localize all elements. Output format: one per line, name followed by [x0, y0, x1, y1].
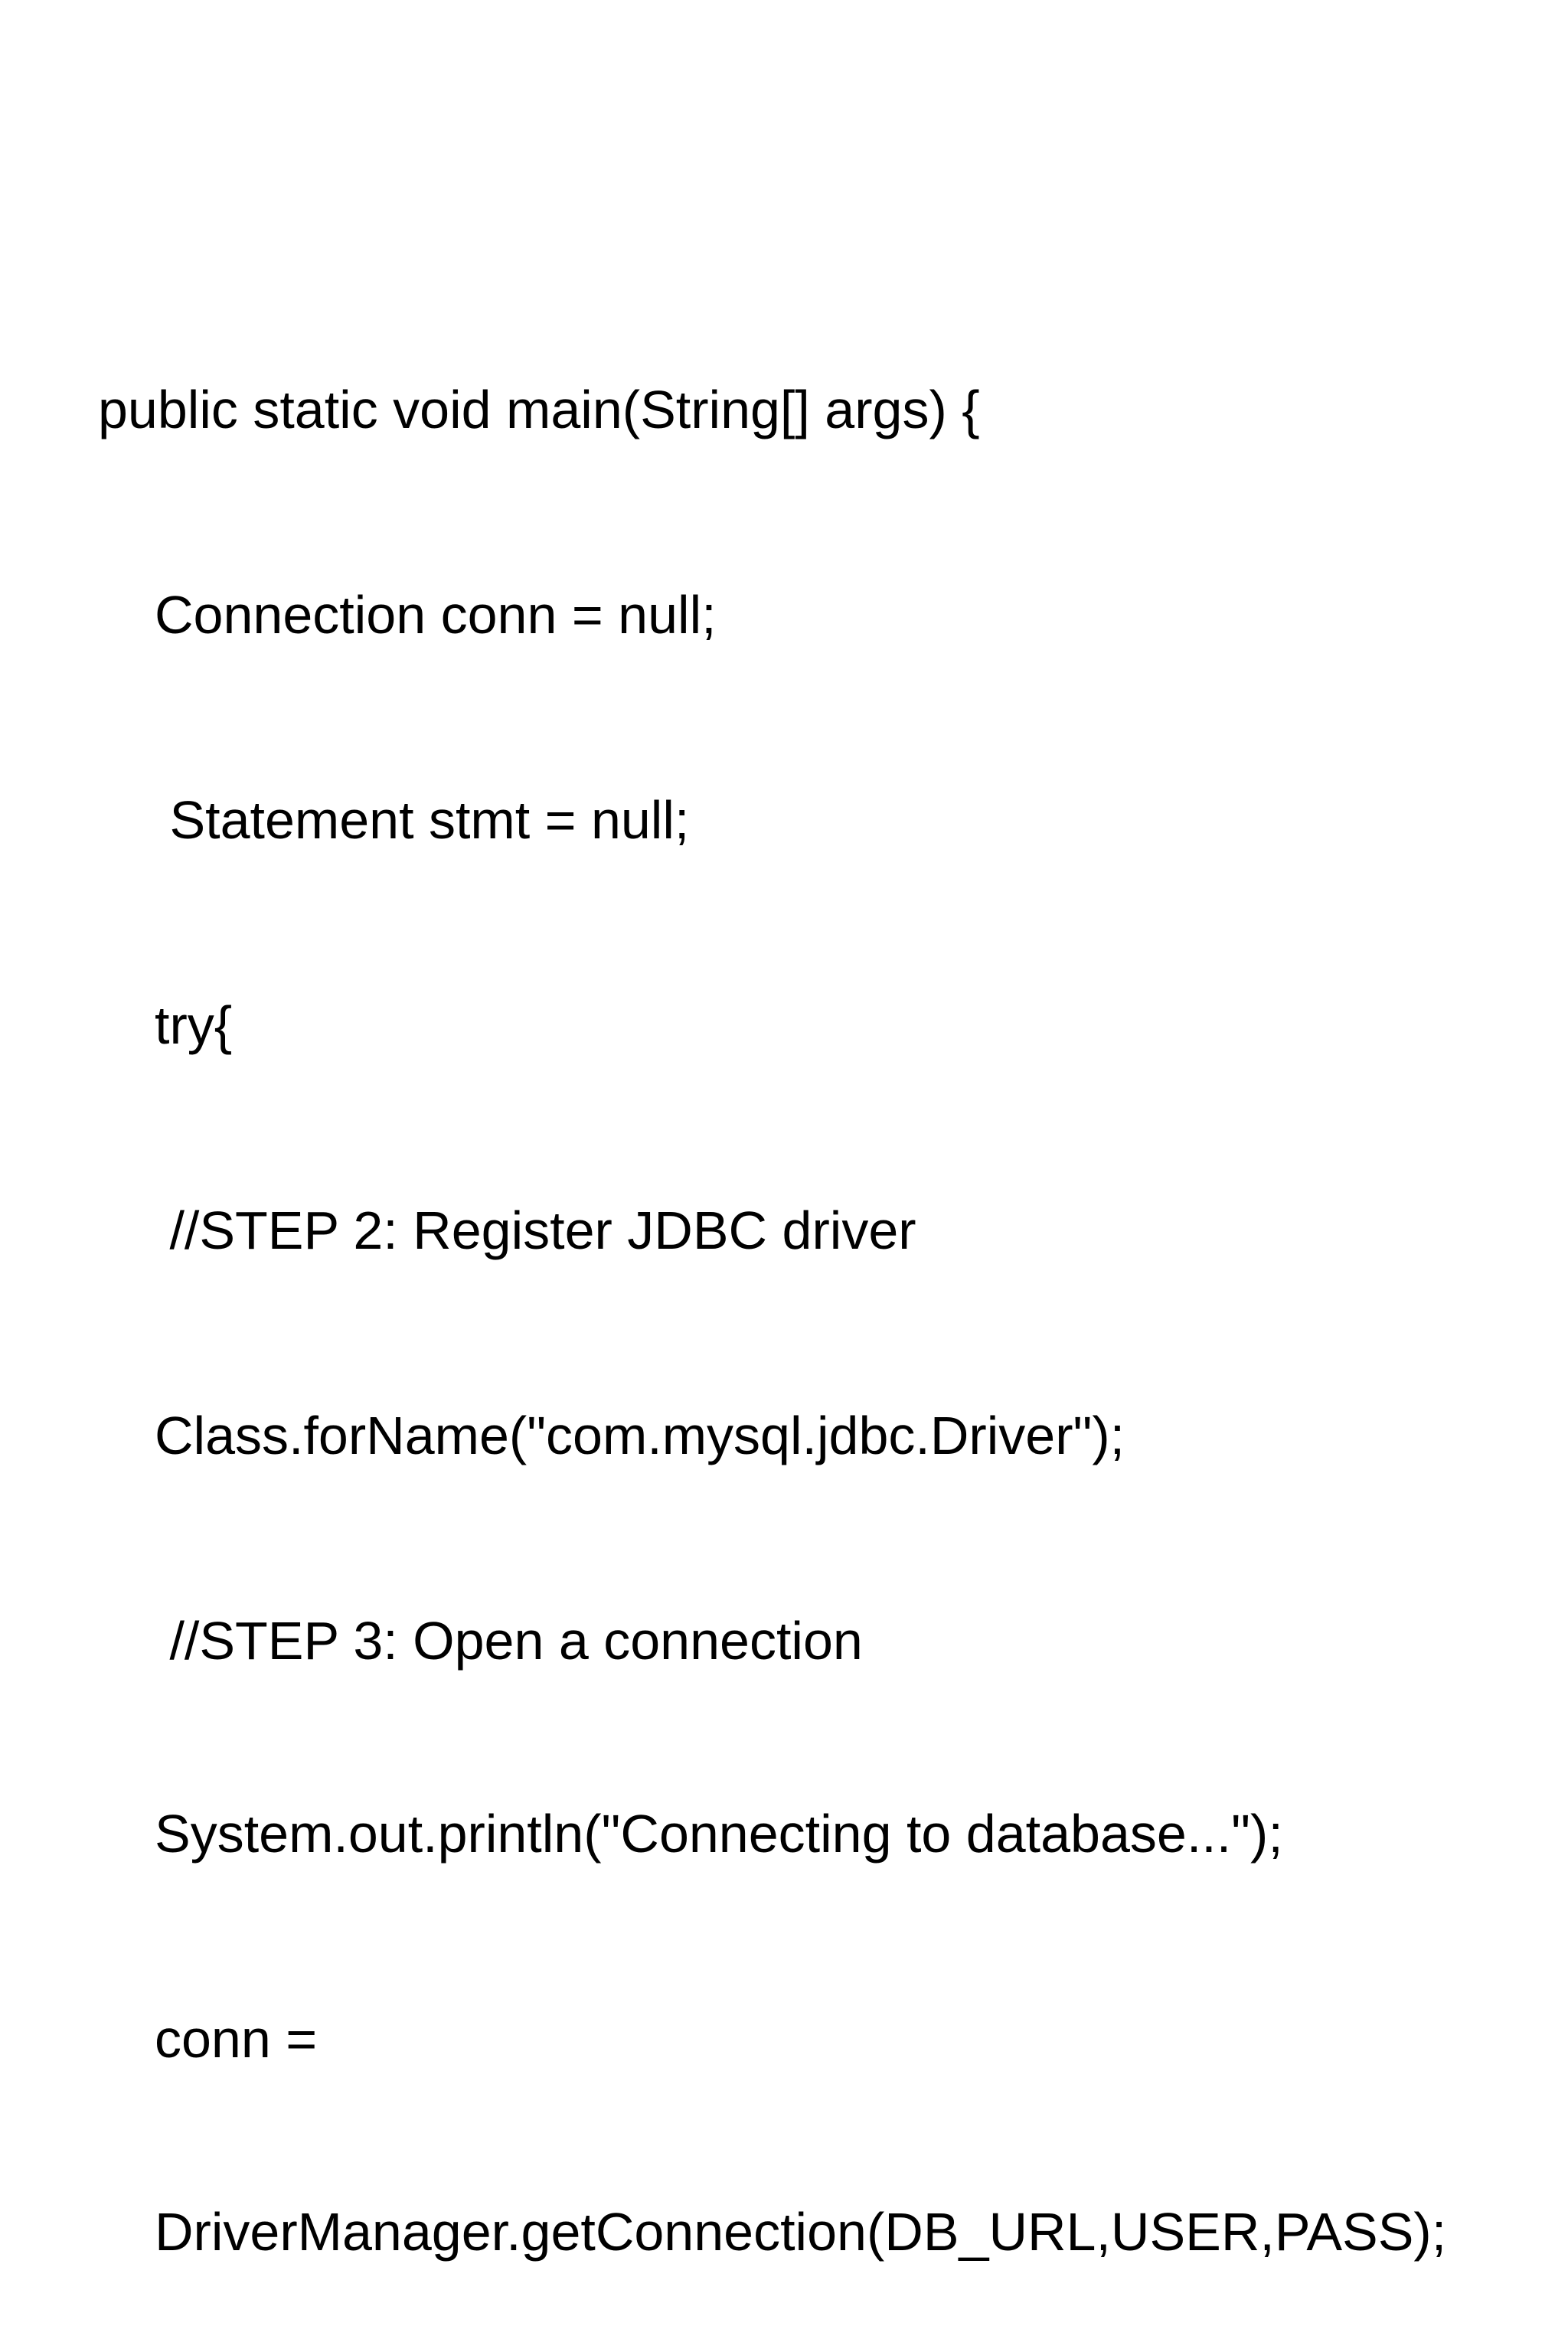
code-line: Connection conn = null; — [155, 585, 717, 645]
code-line: public static void main(String[] args) { — [98, 380, 980, 439]
code-line: System.out.println("Connecting to databa… — [155, 1804, 1283, 1864]
code-block: public static void main(String[] args) {… — [98, 249, 1446, 2352]
code-line: //STEP 3: Open a connection — [155, 1611, 863, 1671]
code-line: Class.forName("com.mysql.jdbc.Driver"); — [155, 1406, 1125, 1465]
code-line: DriverManager.getConnection(DB_URL,USER,… — [155, 2202, 1447, 2262]
code-line: //STEP 2: Register JDBC driver — [155, 1200, 916, 1260]
slide: public static void main(String[] args) {… — [98, 380, 1446, 2262]
code-line: try{ — [155, 995, 233, 1055]
code-line: conn = — [155, 2009, 318, 2069]
code-line: Statement stmt = null; — [155, 790, 690, 850]
